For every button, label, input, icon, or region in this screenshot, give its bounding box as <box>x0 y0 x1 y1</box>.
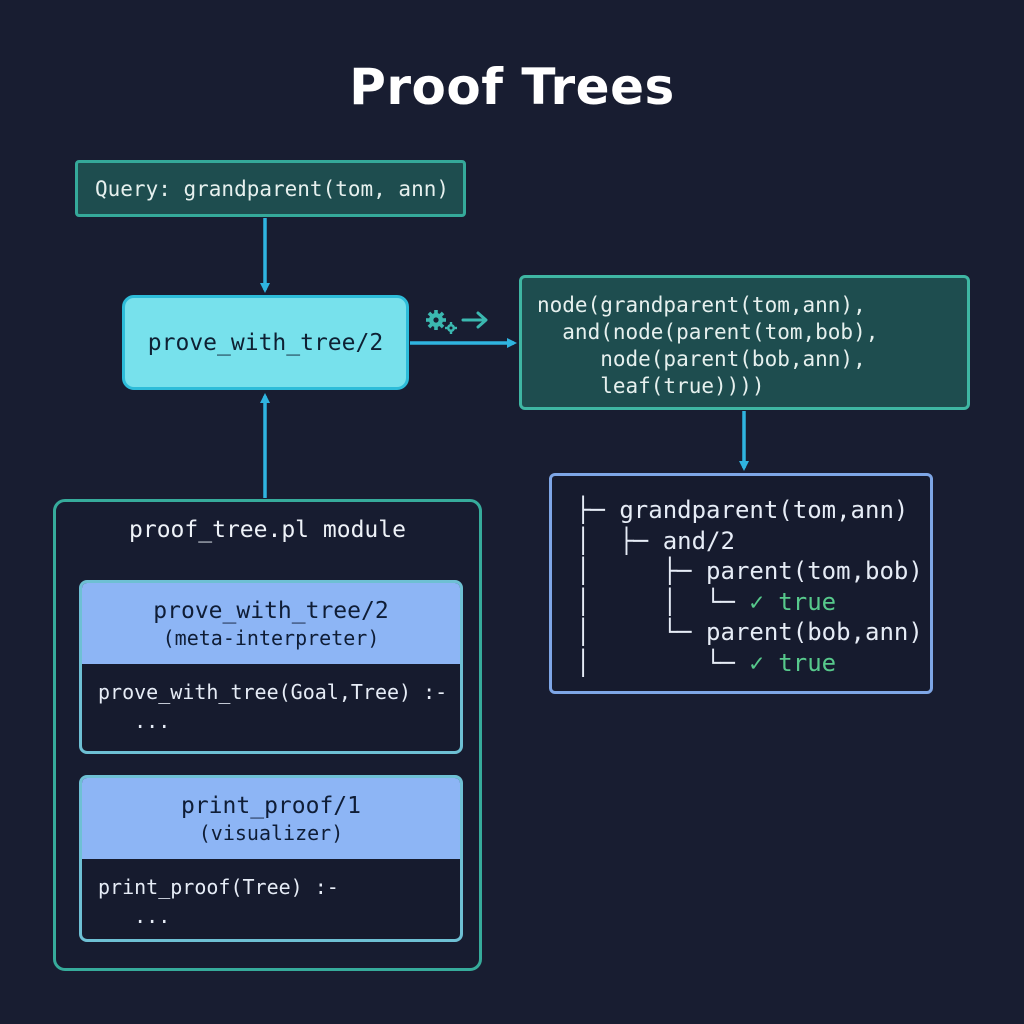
predicate-role: (visualizer) <box>198 820 344 845</box>
printed-tree-box: ├─ grandparent(tom,ann) │ ├─ and/2 │ ├─ … <box>549 473 933 694</box>
predicate-name: print_proof/1 <box>180 792 361 819</box>
prove-with-tree-node: prove_with_tree/2 <box>122 295 409 390</box>
tree-row: ├─ grandparent(tom,ann) <box>576 496 909 524</box>
predicate-code: prove_with_tree(Goal,Tree) :- ... <box>82 664 460 736</box>
code-line: print_proof(Tree) :- <box>98 875 339 899</box>
tree-row: │ │ └─ ✓ true <box>576 587 837 616</box>
gears-arrow-icon <box>426 310 488 334</box>
predicate-code: print_proof(Tree) :- ... <box>82 859 460 931</box>
query-box: Query: grandparent(tom, ann) <box>75 160 466 217</box>
predicate-card-print-proof: print_proof/1 (visualizer) print_proof(T… <box>79 775 463 942</box>
code-line: ... <box>98 904 171 928</box>
check-icon: ✓ <box>749 587 764 616</box>
code-line: ... <box>98 709 171 733</box>
tree-row: │ ├─ and/2 <box>576 526 735 555</box>
proof-term-line: and(node(parent(tom,bob), <box>537 320 879 344</box>
tree-row: │ ├─ parent(tom,bob) <box>576 557 923 585</box>
diagram-title: Proof Trees <box>349 58 675 116</box>
proof-term-box: node(grandparent(tom,ann), and(node(pare… <box>519 275 970 410</box>
tree-row: │ └─ ✓ true <box>576 648 837 677</box>
module-title: proof_tree.pl module <box>129 517 406 543</box>
predicate-header: prove_with_tree/2 (meta-interpreter) <box>82 583 460 664</box>
predicate-name: prove_with_tree/2 <box>153 597 389 624</box>
predicate-card-prove-with-tree: prove_with_tree/2 (meta-interpreter) pro… <box>79 580 463 754</box>
predicate-role: (meta-interpreter) <box>162 625 380 650</box>
predicate-header: print_proof/1 (visualizer) <box>82 778 460 859</box>
proof-term-line: node(grandparent(tom,ann), <box>537 293 866 317</box>
proof-term-line: leaf(true)))) <box>537 374 765 398</box>
code-line: prove_with_tree(Goal,Tree) :- <box>98 680 448 704</box>
tree-row: │ └─ parent(bob,ann) <box>576 618 923 646</box>
check-icon: ✓ <box>749 648 764 677</box>
proof-term-line: node(parent(bob,ann), <box>537 347 866 371</box>
